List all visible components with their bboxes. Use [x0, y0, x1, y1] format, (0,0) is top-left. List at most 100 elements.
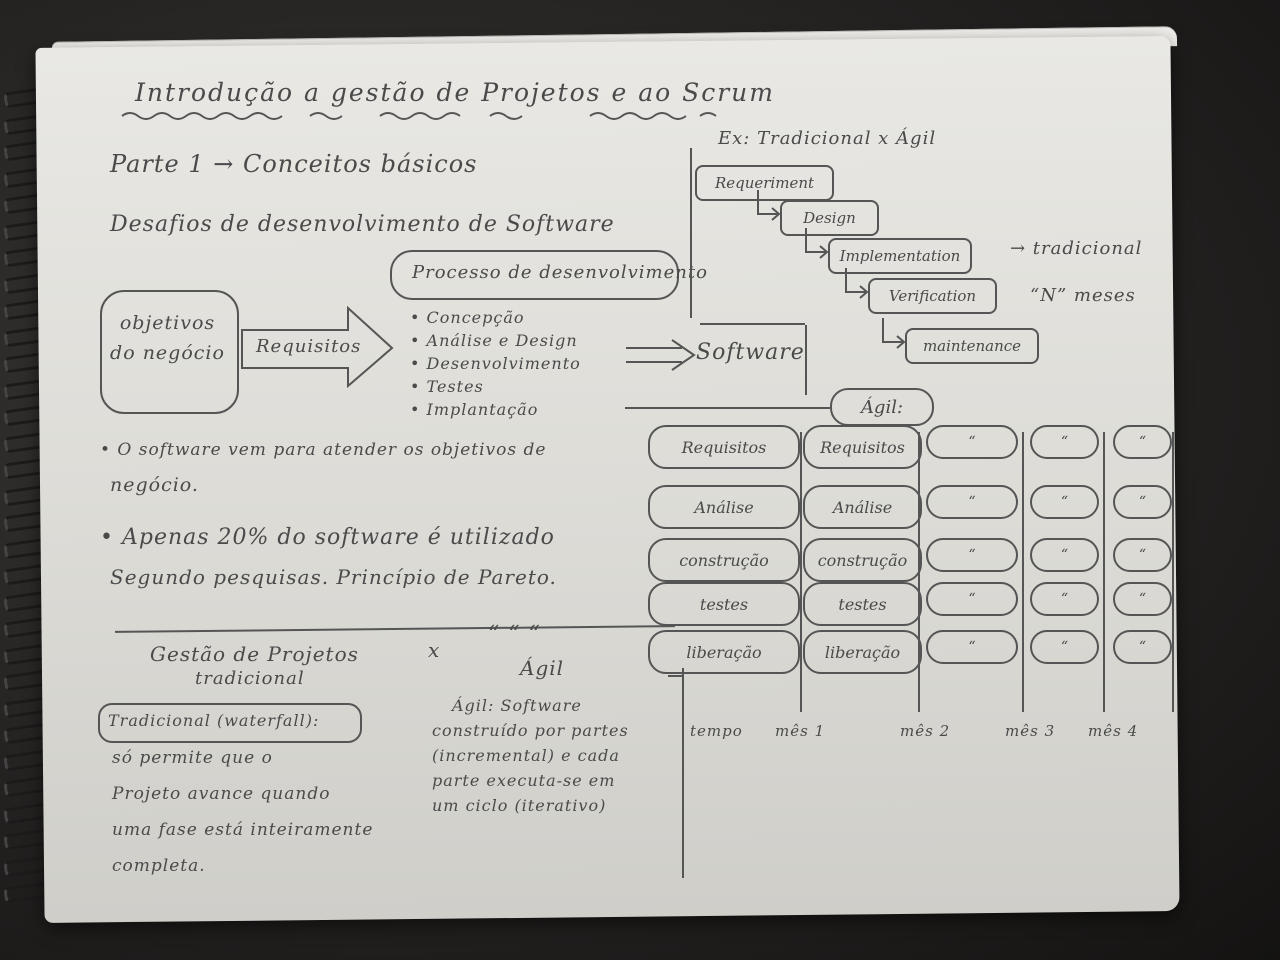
business-objectives-label: objetivos do negócio: [110, 312, 225, 364]
agile-cell: “: [926, 582, 1018, 616]
agile-cell-label: “: [968, 494, 976, 510]
agile-cell-label: testes: [699, 594, 749, 614]
agile-cell: Análise: [648, 485, 800, 529]
agile-cell: Requisitos: [648, 425, 800, 469]
agile-cell-label: “: [1060, 494, 1069, 510]
agile-cell-label: “: [1138, 639, 1147, 655]
agile-cell: “: [1030, 485, 1099, 519]
agile-cell: “: [1113, 538, 1172, 572]
software-label: Software: [696, 340, 805, 365]
agile-cell: construção: [648, 538, 800, 582]
bullet-1-line-2: negócio.: [110, 474, 199, 496]
agile-cell-label: “: [968, 434, 976, 450]
agile-cell: “: [926, 630, 1018, 664]
bullet-2-line-1: • Apenas 20% do software é utilizado: [100, 525, 555, 550]
agile-cell: “: [1030, 425, 1099, 459]
agile-title: Ágil: [520, 656, 565, 680]
agile-cell: testes: [648, 582, 800, 626]
agile-left-axis: [682, 668, 684, 878]
agile-cell-label: construção: [679, 550, 769, 570]
software-bracket-v: [805, 325, 807, 395]
timeline-label: tempo: [690, 722, 743, 740]
timeline-label: mês 3: [1005, 722, 1056, 740]
waterfall-step-label: Requeriment: [714, 174, 815, 192]
agile-cell-label: “: [1138, 547, 1147, 563]
waterfall-step-label: Implementation: [839, 247, 961, 265]
traditional-text-line: Projeto avance quando: [112, 784, 331, 804]
waterfall-note-months: “N” meses: [1030, 285, 1136, 306]
agile-cell-label: Análise: [832, 497, 893, 517]
process-step: • Testes: [410, 377, 484, 396]
traditional-text-line: completa.: [112, 856, 206, 876]
waterfall-step-label: Verification: [888, 287, 977, 305]
business-objectives-box: [100, 290, 239, 414]
agile-text-line: parte executa-se em: [432, 771, 616, 790]
timeline-label: mês 1: [775, 722, 826, 740]
agile-cell-label: “: [968, 591, 976, 607]
process-step: • Desenvolvimento: [410, 354, 581, 373]
agile-cell: “: [926, 425, 1018, 459]
agile-cell-label: “: [1138, 591, 1147, 607]
waterfall-step: Verification: [868, 278, 997, 314]
waterfall-example-title: Ex: Tradicional x Ágil: [718, 128, 937, 149]
waterfall-step-label: maintenance: [922, 337, 1022, 355]
agile-cell-label: liberação: [824, 642, 901, 662]
agile-cell-label: “: [1060, 434, 1069, 450]
section-heading: Parte 1 → Conceitos básicos: [110, 150, 478, 178]
page-title: Introdução a gestão de Projetos e ao Scr…: [135, 78, 775, 107]
agile-cell: construção: [803, 538, 922, 582]
agile-cell: Requisitos: [803, 425, 922, 469]
waterfall-arrow-icon: [845, 268, 869, 299]
agile-cell-label: testes: [838, 594, 887, 614]
traditional-subtitle: tradicional: [195, 668, 305, 689]
agile-cell: liberação: [803, 630, 922, 674]
agile-text-line: um ciclo (iterativo): [432, 796, 607, 815]
waterfall-arrow-icon: [882, 318, 906, 349]
agile-cell: “: [1113, 582, 1172, 616]
traditional-label-box: [98, 703, 362, 743]
agile-cell-label: Análise: [694, 497, 754, 517]
requirements-arrow: [241, 305, 394, 389]
agile-ground-line: [668, 675, 684, 677]
agile-column-divider: [1103, 432, 1105, 712]
waterfall-note-traditional: → tradicional: [1010, 238, 1143, 259]
agile-label-pill: Ágil:: [830, 388, 934, 426]
software-bracket-h: [700, 323, 805, 325]
agile-cell: “: [1030, 538, 1099, 572]
agile-cell: “: [1030, 630, 1099, 664]
bullet-2-line-2: Segundo pesquisas. Princípio de Pareto.: [110, 565, 557, 589]
traditional-text-line: uma fase está inteiramente: [112, 820, 374, 840]
requirements-label: Requisitos: [256, 336, 362, 357]
agile-cell: “: [926, 485, 1018, 519]
agile-cell-label: “: [1138, 494, 1147, 510]
waterfall-arrow-icon: [805, 228, 829, 259]
agile-cell-label: Requisitos: [820, 437, 905, 457]
agile-cell: testes: [803, 582, 922, 626]
bullet-1-line-1: • O software vem para atender os objetiv…: [100, 440, 547, 460]
timeline-label: mês 2: [900, 722, 951, 740]
timeline-label: mês 4: [1088, 722, 1139, 740]
process-title-box: [390, 250, 679, 300]
agile-column-divider: [800, 432, 802, 712]
traditional-title: Gestão de Projetos: [150, 642, 359, 666]
agile-column-divider: [1022, 432, 1024, 712]
agile-cell-label: construção: [817, 550, 908, 570]
waterfall-step: Design: [780, 200, 879, 236]
agile-text-line: construído por partes: [432, 721, 629, 740]
agile-cell-label: “: [968, 639, 976, 655]
waterfall-step: maintenance: [905, 328, 1039, 364]
ditto-marks: “ “ “: [488, 622, 541, 647]
agile-text-line: (incremental) e cada: [432, 746, 620, 765]
process-title: Processo de desenvolvimento: [412, 262, 708, 283]
agile-cell-label: “: [1060, 639, 1069, 655]
agile-cell-label: “: [1060, 547, 1069, 563]
agile-cell: “: [1113, 630, 1172, 664]
agile-cell: “: [1030, 582, 1099, 616]
waterfall-step: Requeriment: [695, 165, 834, 201]
agile-label: Ágil:: [860, 396, 904, 418]
traditional-label: Tradicional (waterfall):: [108, 711, 320, 730]
process-step: • Implantação: [410, 400, 539, 419]
agile-cell: “: [1113, 485, 1172, 519]
agile-cell-label: Requisitos: [681, 437, 767, 457]
agile-top-line: [625, 407, 830, 409]
